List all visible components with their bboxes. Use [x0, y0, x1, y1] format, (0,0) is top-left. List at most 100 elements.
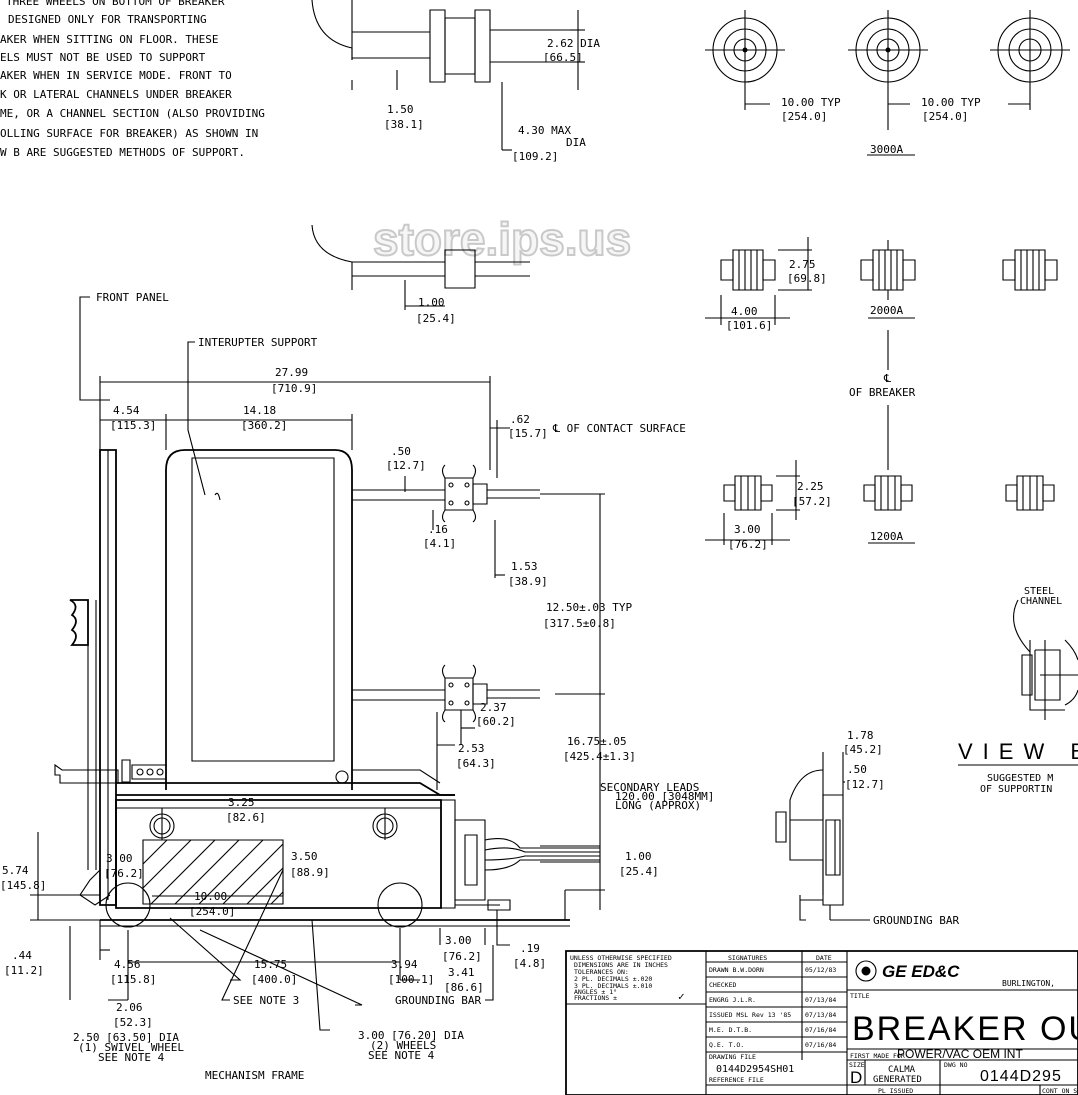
tb-city: BURLINGTON,	[1002, 979, 1055, 988]
tb-title-label: TITLE	[850, 992, 870, 1000]
dim-206: 2.06	[116, 1001, 143, 1014]
tb-generated: GENERATED	[873, 1075, 922, 1085]
note-line: AKER WHEN SITTING ON FLOOR. THESE	[0, 33, 219, 46]
suggested-methods-2: OF SUPPORTIN	[980, 784, 1052, 795]
tb-sig-5: Q.E. T.O.	[709, 1041, 744, 1049]
title-block	[566, 951, 1078, 1095]
tb-calma: CALMA	[888, 1065, 916, 1075]
dim-1575: 15.75	[254, 958, 287, 971]
tb-reference-file-label: REFERENCE FILE	[709, 1076, 764, 1084]
dim-100-side: 1.00	[625, 850, 652, 863]
dim-1250-mm: [317.5±0.8]	[543, 617, 616, 630]
dim-44: .44	[12, 949, 32, 962]
dim-16-mm: [4.1]	[423, 537, 456, 550]
tb-sig-2: ENGRG J.L.R.	[709, 996, 756, 1004]
dim-50: .50	[391, 445, 411, 458]
dim-19-mm: [4.8]	[513, 957, 546, 970]
dim-62: .62	[510, 413, 530, 426]
dim-574: 5.74	[2, 864, 29, 877]
dim-206-mm: [52.3]	[113, 1016, 153, 1029]
dim-350: 3.50	[291, 850, 318, 863]
dim-100-side-mm: [25.4]	[619, 865, 659, 878]
dim-350-mm: [88.9]	[290, 866, 330, 879]
tb-date-0: 05/12/83	[805, 966, 836, 974]
steel-channel-label: STEEL	[1024, 586, 1054, 597]
dim-1200-h: 2.25	[797, 480, 824, 493]
dim-50-mm: [12.7]	[386, 459, 426, 472]
steel-channel-label-2: CHANNEL	[1020, 596, 1062, 607]
dim-44-mm: [11.2]	[4, 964, 44, 977]
dim-456-mm: [115.8]	[110, 973, 156, 986]
dim-325: 3.25	[228, 796, 255, 809]
dim-341: 3.41	[448, 966, 475, 979]
tb-made-for: POWER/VAC OEM INT	[897, 1047, 1023, 1061]
dim-1675: 16.75±.05	[567, 735, 627, 748]
wheels-dia: 3.00 [76.20] DIA	[358, 1029, 464, 1042]
dim-mid-1: 1.00	[418, 296, 445, 309]
secondary-leads-length: 120.00 [3048MM]	[615, 790, 714, 803]
bushing-3000a	[705, 10, 1070, 155]
dim-153: 1.53	[511, 560, 538, 573]
tb-date-head: DATE	[816, 954, 832, 962]
dim-max-top-mm: [109.2]	[512, 150, 558, 163]
dim-left-top: 1.50	[387, 103, 414, 116]
dim-1575-mm: [400.0]	[251, 973, 297, 986]
tb-tol-6: FRACTIONS ±	[574, 994, 617, 1002]
dim-max-top-2: DIA	[566, 136, 586, 149]
tb-first-made-label: FIRST MADE FOR	[850, 1052, 905, 1060]
dim-typ-2: 10.00 TYP	[921, 96, 981, 109]
dim-237: 2.37	[480, 701, 507, 714]
drawing-title: BREAKER OUTLI	[852, 1010, 1078, 1048]
dim-574-mm: [145.8]	[0, 879, 46, 892]
rating-1200a: 1200A	[870, 530, 903, 543]
dim-overall-mm: [710.9]	[271, 382, 317, 395]
tb-drawing-file: 0144D2954SH01	[716, 1064, 794, 1075]
tb-tol-4: 3 PL. DECIMALS ±.010	[574, 982, 652, 990]
tb-sig-3: ISSUED MSL Rev 13 '85	[709, 1011, 791, 1019]
secondary-leads-approx: LONG (APPROX)	[615, 799, 701, 812]
tb-date-3: 07/13/84	[805, 1011, 836, 1019]
wheels-note: SEE NOTE 4	[368, 1049, 435, 1062]
swivel-wheel-note: SEE NOTE 4	[98, 1051, 165, 1064]
dim-50-side: .50	[847, 763, 867, 776]
dim-2000-h: 2.75	[789, 258, 816, 271]
tb-tol-5: ANGLES ± 1°	[574, 988, 617, 996]
hatched-block	[143, 840, 283, 904]
tb-sig-0: DRAWN B.W.DORN	[709, 966, 764, 974]
dim-typ-1-mm: [254.0]	[781, 110, 827, 123]
dim-178-mm: [45.2]	[843, 743, 883, 756]
note-line: ELS MUST NOT BE USED TO SUPPORT	[0, 51, 206, 64]
tb-date-5: 07/16/84	[805, 1041, 836, 1049]
see-note-3-label: SEE NOTE 3	[233, 994, 299, 1007]
ge-edc-logo-text: GE ED&C	[882, 962, 960, 981]
dim-237-mm: [60.2]	[476, 715, 516, 728]
dim-1200-h-mm: [57.2]	[792, 495, 832, 508]
dim-178: 1.78	[847, 729, 874, 742]
dim-394: 3.94	[391, 958, 418, 971]
dim-overall: 27.99	[275, 366, 308, 379]
tb-sig-1: CHECKED	[709, 981, 736, 989]
dim-dia-top: 2.62 DIA	[547, 37, 600, 50]
tb-tol-3: 2 PL. DECIMALS ±.020	[574, 975, 652, 983]
dim-2000-h-mm: [69.8]	[787, 272, 827, 285]
dim-1418-mm: [360.2]	[241, 419, 287, 432]
note-line: AKER WHEN IN SERVICE MODE. FRONT TO	[0, 69, 232, 82]
swivel-wheel-label: (1) SWIVEL WHEEL	[78, 1041, 184, 1054]
rating-3000a: 3000A	[870, 143, 903, 156]
dim-341-mm: [86.6]	[444, 981, 484, 994]
dim-253: 2.53	[458, 742, 485, 755]
tb-date-4: 07/16/84	[805, 1026, 836, 1034]
dim-300b-mm: [76.2]	[442, 950, 482, 963]
tb-size: D	[850, 1068, 862, 1087]
note-line: THREE WHEELS ON BOTTOM OF BREAKER	[6, 0, 225, 8]
rating-2000a: 2000A	[870, 304, 903, 317]
hatching	[143, 840, 283, 904]
secondary-stab-detail	[312, 225, 530, 310]
interrupter-support-label: INTERUPTER SUPPORT	[198, 336, 318, 349]
dim-1418: 14.18	[243, 404, 276, 417]
dim-300-mm: [76.2]	[104, 867, 144, 880]
tb-check-mark: ✓	[678, 990, 685, 1003]
tb-size-label: SIZE	[849, 1061, 865, 1069]
note-line: DESIGNED ONLY FOR TRANSPORTING	[8, 13, 207, 26]
